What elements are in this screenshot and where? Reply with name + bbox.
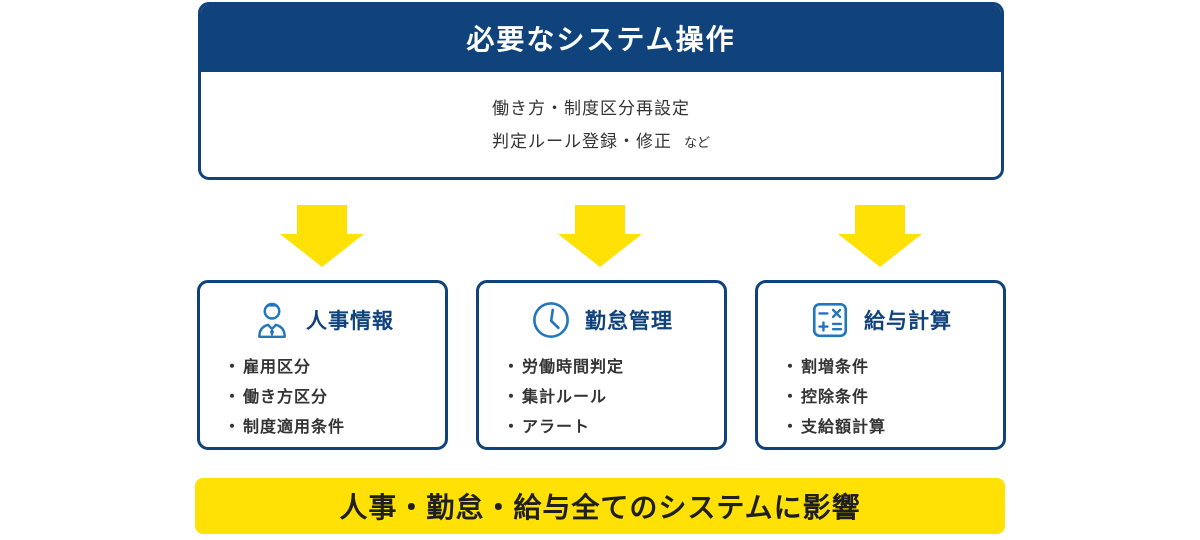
card-attendance-header: 勤怠管理: [479, 298, 724, 342]
system-operations-header: 必要なシステム操作: [201, 5, 1001, 72]
list-item-label: 制度適用条件: [243, 417, 346, 436]
impact-banner-label: 人事・勤怠・給与全てのシステムに影響: [339, 491, 861, 524]
impact-banner: 人事・勤怠・給与全てのシステムに影響: [195, 478, 1005, 534]
bullet-char: ・: [224, 417, 242, 436]
bullet-char: ・: [782, 417, 800, 436]
list-item-label: 雇用区分: [243, 357, 312, 376]
down-arrow-2: [558, 205, 642, 267]
card-payroll-items: ・割増条件 ・控除条件 ・支給額計算: [782, 352, 1003, 442]
bullet-char: ・: [782, 357, 800, 376]
card-hr-info: 人事情報 ・雇用区分 ・働き方区分 ・制度適用条件: [197, 280, 448, 450]
card-payroll: 給与計算 ・割増条件 ・控除条件 ・支給額計算: [755, 280, 1006, 450]
list-item: ・控除条件: [782, 382, 1003, 412]
card-hr-info-items: ・雇用区分 ・働き方区分 ・制度適用条件: [224, 352, 445, 442]
operation-line-2-suffix: など: [683, 135, 710, 151]
bullet-char: ・: [503, 417, 521, 436]
list-item-label: 割増条件: [801, 357, 870, 376]
system-operations-box: 必要なシステム操作 働き方・制度区分再設定 判定ルール登録・修正など: [198, 2, 1004, 180]
card-payroll-header: 給与計算: [758, 298, 1003, 342]
list-item: ・アラート: [503, 412, 724, 442]
card-payroll-title: 給与計算: [864, 309, 952, 333]
bullet-char: ・: [503, 387, 521, 406]
list-item-label: 働き方区分: [243, 387, 329, 406]
bullet-char: ・: [224, 357, 242, 376]
operation-lines: 働き方・制度区分再設定 判定ルール登録・修正など: [492, 93, 710, 160]
card-attendance-items: ・労働時間判定 ・集計ルール ・アラート: [503, 352, 724, 442]
list-item-label: 集計ルール: [522, 387, 608, 406]
list-item: ・支給額計算: [782, 412, 1003, 442]
system-operations-body: 働き方・制度区分再設定 判定ルール登録・修正など: [201, 72, 1001, 177]
card-attendance-title: 勤怠管理: [585, 309, 673, 333]
list-item-label: アラート: [522, 417, 591, 436]
operation-line-1: 働き方・制度区分再設定: [491, 98, 690, 119]
list-item: ・働き方区分: [224, 382, 445, 412]
card-hr-info-title: 人事情報: [306, 309, 394, 333]
person-icon: [258, 302, 286, 339]
down-arrow-3: [838, 205, 922, 267]
list-item: ・割増条件: [782, 352, 1003, 382]
down-arrow-1: [280, 205, 364, 267]
list-item-label: 控除条件: [801, 387, 870, 406]
card-attendance: 勤怠管理 ・労働時間判定 ・集計ルール ・アラート: [476, 280, 727, 450]
operation-line-2-text: 判定ルール登録・修正: [491, 131, 672, 152]
list-item: ・労働時間判定: [503, 352, 724, 382]
calculator-icon: [812, 302, 848, 338]
bullet-char: ・: [782, 387, 800, 406]
operation-line-2: 判定ルール登録・修正など: [492, 126, 710, 160]
list-item-label: 労働時間判定: [522, 357, 625, 376]
list-item: ・制度適用条件: [224, 412, 445, 442]
list-item: ・集計ルール: [503, 382, 724, 412]
card-hr-info-header: 人事情報: [200, 298, 445, 342]
bullet-char: ・: [503, 357, 521, 376]
list-item-label: 支給額計算: [801, 417, 887, 436]
bullet-char: ・: [224, 387, 242, 406]
list-item: ・雇用区分: [224, 352, 445, 382]
system-operations-title: 必要なシステム操作: [466, 23, 736, 56]
clock-icon: [533, 302, 569, 338]
